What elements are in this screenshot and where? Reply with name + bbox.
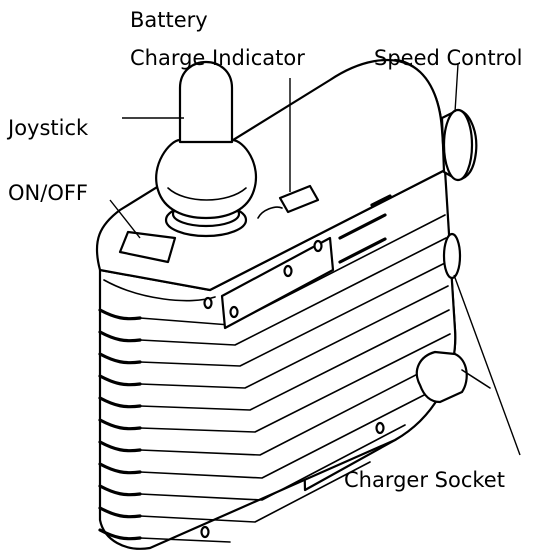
joystick-assembly: [155, 60, 257, 238]
bottom-screw-left: [200, 525, 210, 539]
on-off-button: [118, 230, 177, 264]
leader-speed-control: [454, 63, 459, 113]
label-on-off: ON/OFF: [8, 181, 88, 205]
face-screw-right: [313, 239, 323, 253]
cooling-fins-left: [98, 308, 142, 541]
bottom-screw-right: [375, 421, 385, 435]
leader-on-off: [109, 199, 141, 239]
label-battery-line2: Charge Indicator: [130, 46, 305, 70]
battery-indicator-bezel: [257, 206, 283, 219]
joystick-grip: [178, 60, 234, 144]
label-plate: [220, 236, 335, 330]
plate-screw-right: [283, 264, 293, 278]
leader-lines: [109, 63, 521, 456]
vent-slots: [338, 194, 392, 264]
charger-socket: [415, 232, 491, 404]
label-battery-line1: Battery: [130, 8, 208, 32]
cooling-fins-front: [139, 214, 451, 543]
plate-screw-left: [229, 305, 239, 319]
battery-indicator-window: [278, 184, 320, 214]
leader-charger-socket: [453, 274, 521, 456]
speed-control-knob: [440, 108, 478, 182]
joystick-ball: [155, 138, 257, 220]
face-screw-left: [203, 296, 213, 310]
label-joystick: Joystick: [6, 116, 89, 140]
controller-front-face: [98, 168, 457, 550]
label-charger-socket: Charger Socket: [344, 468, 505, 492]
label-speed-control: Speed Control: [374, 46, 522, 70]
